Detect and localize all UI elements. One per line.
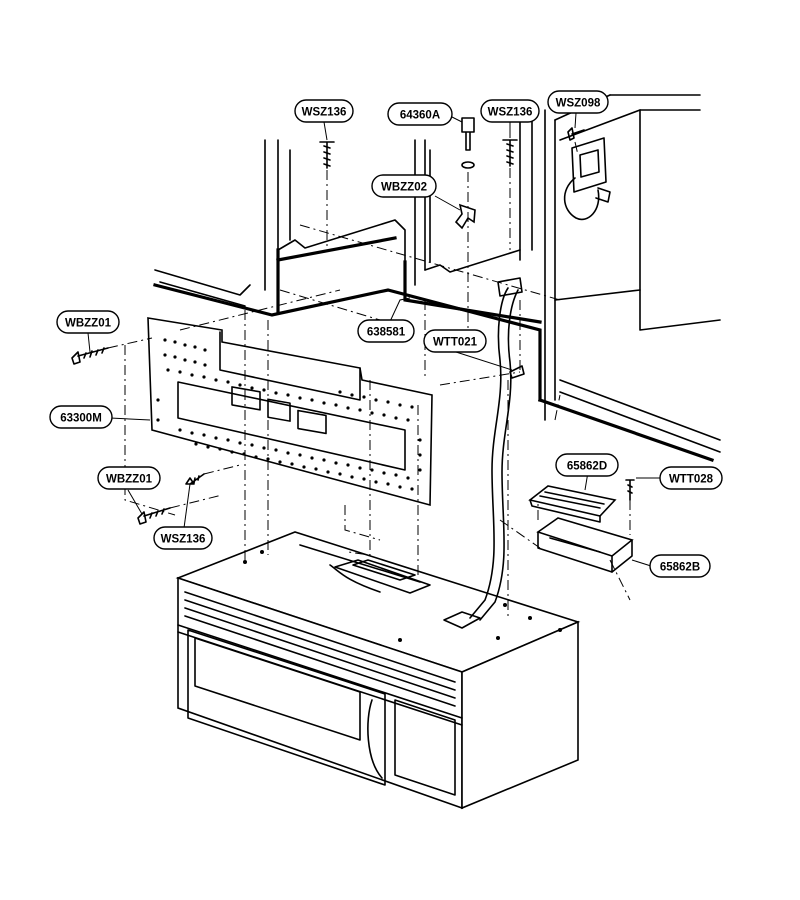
power-cord-edge: [479, 289, 519, 621]
label-65862b: 65862B: [649, 554, 711, 578]
screw-wsz136-lower: [185, 473, 205, 485]
svg-text:WBZZ01: WBZZ01: [65, 318, 112, 330]
svg-text:65862D: 65862D: [567, 461, 607, 473]
vent-holes: [156, 338, 422, 491]
wall-outlet: [563, 137, 611, 221]
label-wbzz02: WBZZ02: [371, 174, 437, 198]
svg-text:WTT021: WTT021: [433, 337, 478, 349]
screw-wsz136-top-left: [319, 141, 335, 169]
bolt-wbzz01-upper: [71, 347, 109, 365]
label-wtt021: WTT021: [423, 329, 487, 353]
svg-text:63300M: 63300M: [60, 413, 102, 425]
svg-text:WBZZ02: WBZZ02: [381, 182, 427, 194]
label-65862d: 65862D: [555, 453, 619, 477]
label-wbzz01-upper: WBZZ01: [56, 310, 120, 334]
microwave-oven: [175, 531, 581, 810]
screw-wsz136-top-right: [502, 139, 518, 167]
label-wsz136-lower: WSZ136: [153, 526, 213, 550]
bolt-64360a: [461, 117, 475, 169]
screw-wtt021: [509, 365, 525, 379]
alignment-lines: [107, 141, 631, 620]
label-638581: 638581: [357, 319, 415, 343]
leader-lines: [87, 112, 660, 567]
power-cord: [469, 287, 509, 619]
svg-text:65862B: 65862B: [660, 562, 700, 574]
mounting-plate: [147, 317, 433, 507]
label-63300m: 63300M: [49, 405, 113, 429]
screw-wsz098: [567, 127, 585, 141]
damper-plate: [528, 485, 617, 523]
screw-wtt028: [625, 479, 635, 501]
label-wtt028: WTT028: [659, 466, 723, 490]
svg-text:WSZ136: WSZ136: [161, 534, 206, 546]
label-wsz136-top-left: WSZ136: [294, 99, 354, 123]
svg-text:WSZ136: WSZ136: [302, 107, 347, 119]
svg-text:WBZZ01: WBZZ01: [106, 474, 153, 486]
label-wsz098: WSZ098: [547, 90, 609, 114]
svg-text:638581: 638581: [367, 327, 406, 339]
bracket-wbzz02: [454, 203, 476, 230]
label-wsz136-top-right: WSZ136: [480, 99, 540, 123]
svg-text:WSZ098: WSZ098: [556, 98, 601, 110]
svg-text:WSZ136: WSZ136: [488, 107, 533, 119]
label-wbzz01-lower: WBZZ01: [97, 466, 161, 490]
label-64360a: 64360A: [387, 102, 453, 126]
bolt-wbzz01-lower: [137, 507, 171, 525]
damper-housing: [536, 517, 634, 573]
svg-text:WTT028: WTT028: [669, 474, 714, 486]
svg-text:64360A: 64360A: [400, 110, 440, 122]
